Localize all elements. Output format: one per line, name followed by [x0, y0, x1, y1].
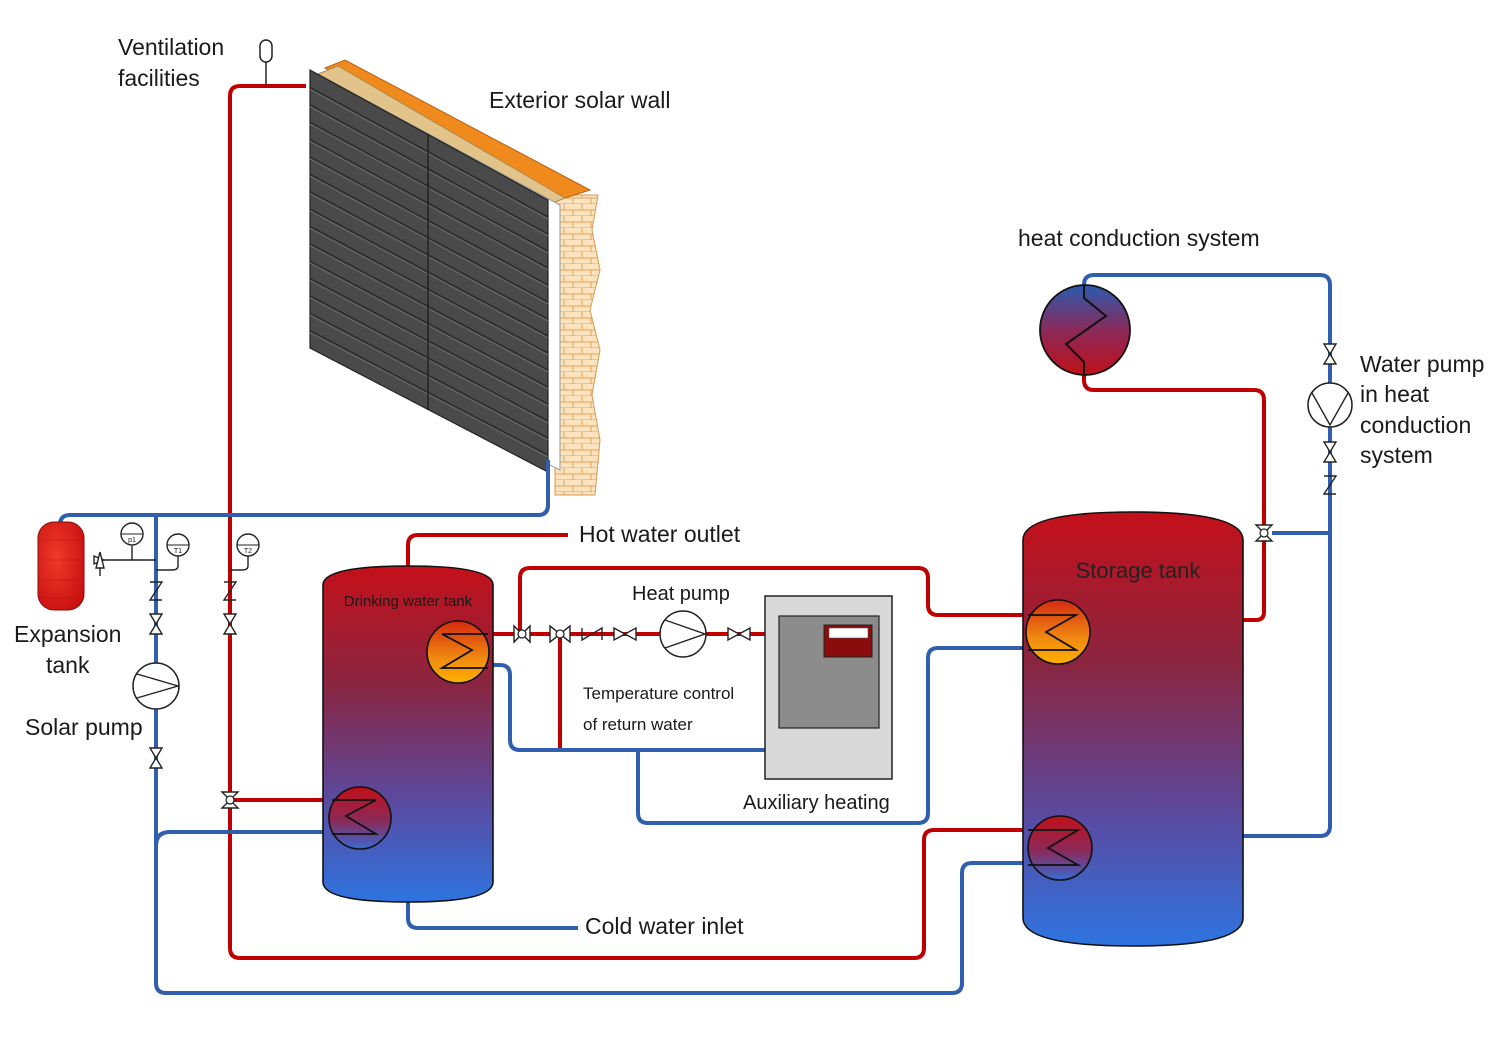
solar-wall-label: Exterior solar wall — [489, 87, 671, 113]
solar-panel-slat-highlight — [309, 88, 549, 220]
solar-panel-slat-highlight — [309, 314, 549, 441]
water-pump-label-line4: system — [1360, 442, 1433, 468]
solar-panel-slat-highlight — [309, 227, 549, 356]
drinking-water-tank-label: Drinking water tank — [344, 593, 473, 610]
temperature-control-label-line2: of return water — [583, 715, 693, 734]
solar-panel-slat — [309, 173, 549, 303]
three-way-valve-heatpump-2 — [549, 624, 571, 644]
solar-panel-slat-highlight — [309, 245, 549, 373]
gauge-t1-label: T1 — [174, 548, 182, 555]
ventilation-valve — [259, 39, 273, 86]
solar-panel-slat — [309, 277, 549, 405]
solar-panel-slat — [309, 260, 549, 388]
three-way-valve-storage — [1254, 524, 1274, 542]
hot-water-outlet-label: Hot water outlet — [579, 521, 741, 547]
solar-panel-slat — [309, 295, 549, 422]
expansion-tank — [37, 521, 85, 611]
cold-pipes — [58, 273, 1332, 995]
heat-conduction-system-label: heat conduction system — [1018, 225, 1260, 251]
solar-panel-slat-highlight — [309, 297, 549, 424]
solar-panel-slat — [309, 156, 549, 286]
solar-panel-slat — [309, 330, 549, 456]
heat-pump-label: Heat pump — [632, 583, 730, 605]
solar-panel-slat-highlight — [309, 193, 549, 322]
expansion-tank-label-line2: tank — [46, 652, 90, 678]
drinking-water-tank: Drinking water tank — [322, 565, 494, 903]
auxiliary-heating-label: Auxiliary heating — [743, 792, 890, 814]
auxiliary-heater — [764, 595, 893, 780]
water-pump-label-line2: in heat — [1360, 381, 1430, 407]
solar-panel-slat-highlight — [309, 262, 549, 390]
solar-panel-slat-highlight — [309, 123, 549, 254]
drinking-tank-lower-coil — [328, 786, 392, 850]
solar-panel-slats — [309, 86, 549, 458]
heat-conduction-pump-icon — [1307, 382, 1353, 428]
ventilation-label-line1: Ventilation — [118, 34, 224, 60]
solar-panel-slat — [309, 104, 549, 235]
storage-tank-label: Storage tank — [1076, 558, 1202, 583]
solar-panel-slat — [309, 191, 549, 320]
solar-panel-slat-highlight — [309, 280, 549, 407]
temperature-gauge-t1: T1 — [156, 533, 190, 571]
water-pump-label-line1: Water pump — [1360, 351, 1484, 377]
temperature-gauge-t2: T2 — [230, 533, 260, 571]
hot-pipes — [228, 84, 1266, 960]
riser-valves — [148, 343, 1338, 809]
heat-conduction-exchanger — [1039, 284, 1131, 376]
three-way-valve-solar — [220, 791, 240, 809]
storage-tank-upper-coil — [1025, 599, 1091, 665]
pressure-gauge-p1: p1 — [120, 522, 144, 560]
ventilation-label-line2: facilities — [118, 65, 200, 91]
solar-panel-slat-highlight — [309, 158, 549, 288]
solar-panel-slat — [309, 243, 549, 371]
solar-pump-icon — [132, 662, 181, 710]
three-way-valve-heatpump-1 — [513, 624, 531, 644]
heat-pump-icon — [659, 610, 708, 658]
solar-panel-slat-highlight — [309, 332, 549, 458]
solar-panel-slat — [309, 121, 549, 252]
solar-panel-slat-highlight — [309, 175, 549, 305]
gauge-p1-label: p1 — [128, 537, 136, 544]
safety-valve — [93, 551, 156, 576]
gauge-t2-label: T2 — [244, 548, 252, 555]
solar-panel-slat — [309, 86, 549, 218]
temperature-control-label-line1: Temperature control — [583, 684, 734, 703]
drinking-tank-upper-coil — [426, 620, 490, 684]
solar-panel-slat-highlight — [309, 210, 549, 339]
text-labels: Ventilation facilities Exterior solar wa… — [14, 34, 1484, 939]
expansion-tank-label-line1: Expansion — [14, 621, 121, 647]
cold-water-inlet-label: Cold water inlet — [585, 913, 744, 939]
water-pump-label-line3: conduction — [1360, 412, 1471, 438]
solar-pump-label: Solar pump — [25, 714, 143, 740]
solar-panel-slat — [309, 138, 549, 269]
solar-panel-slat-highlight — [309, 106, 549, 237]
solar-panel-slat — [309, 312, 549, 439]
solar-panel-slat-highlight — [309, 141, 549, 271]
storage-tank: Storage tank — [1022, 511, 1244, 947]
exterior-solar-wall — [309, 59, 601, 496]
solar-panel-slat — [309, 208, 549, 337]
storage-tank-lower-coil — [1027, 815, 1093, 881]
solar-panel-slat — [309, 225, 549, 354]
